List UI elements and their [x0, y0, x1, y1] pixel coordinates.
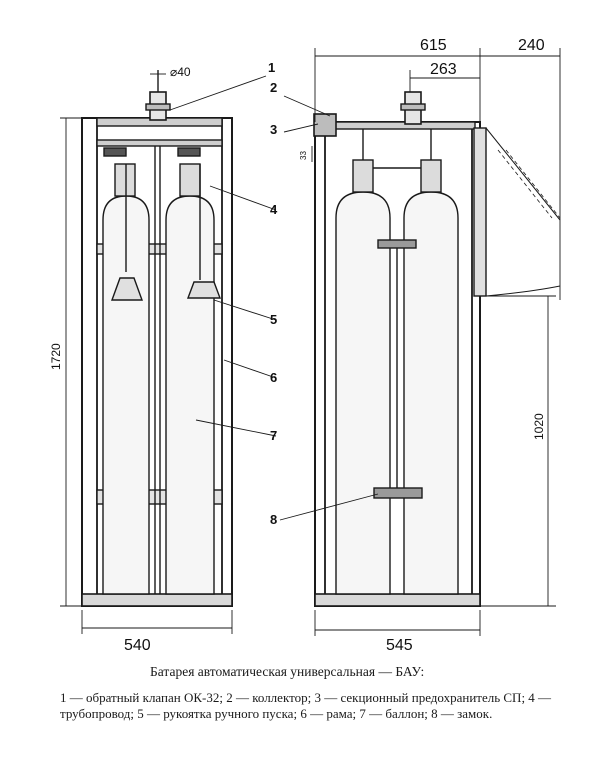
side-view	[313, 91, 561, 607]
dim-545: 545	[386, 637, 413, 654]
dim-615: 615	[420, 37, 447, 54]
dim-1720: 1720	[49, 343, 63, 370]
callout-2: 2	[270, 80, 277, 95]
callout-leaders	[169, 75, 379, 521]
side-door	[473, 127, 487, 297]
front-cylinder-right	[165, 195, 215, 595]
callout-3: 3	[270, 122, 277, 137]
caption-title: Батарея автоматическая универсальная — Б…	[150, 664, 425, 679]
front-base	[81, 593, 233, 607]
dim-540: 540	[124, 637, 151, 654]
dim-diameter-40: ⌀40	[170, 65, 191, 79]
front-handle-left	[111, 277, 143, 301]
dim-33: 33	[299, 151, 308, 160]
side-lock	[373, 487, 423, 499]
callout-5: 5	[270, 312, 277, 327]
caption-legend: 1 — обратный клапан ОК-32; 2 — коллектор…	[60, 690, 552, 721]
side-cylinder-left	[335, 191, 391, 595]
side-base	[314, 593, 481, 607]
side-safety-device	[313, 113, 337, 137]
side-cylinder-right	[403, 191, 459, 595]
front-handle-right	[186, 281, 222, 299]
side-collector	[324, 121, 476, 130]
dim-240: 240	[518, 37, 545, 54]
dim-263: 263	[430, 61, 457, 78]
callout-1: 1	[268, 60, 275, 75]
callout-8: 8	[270, 512, 277, 527]
dim-1020: 1020	[532, 413, 546, 440]
front-view	[81, 70, 233, 607]
battery-technical-drawing: ⌀40 615 240 263 1720 1020 33 540 545 1 2…	[49, 37, 561, 654]
callout-4: 4	[270, 202, 278, 217]
callout-7: 7	[270, 428, 277, 443]
callout-6: 6	[270, 370, 277, 385]
dimension-lines	[60, 48, 561, 636]
